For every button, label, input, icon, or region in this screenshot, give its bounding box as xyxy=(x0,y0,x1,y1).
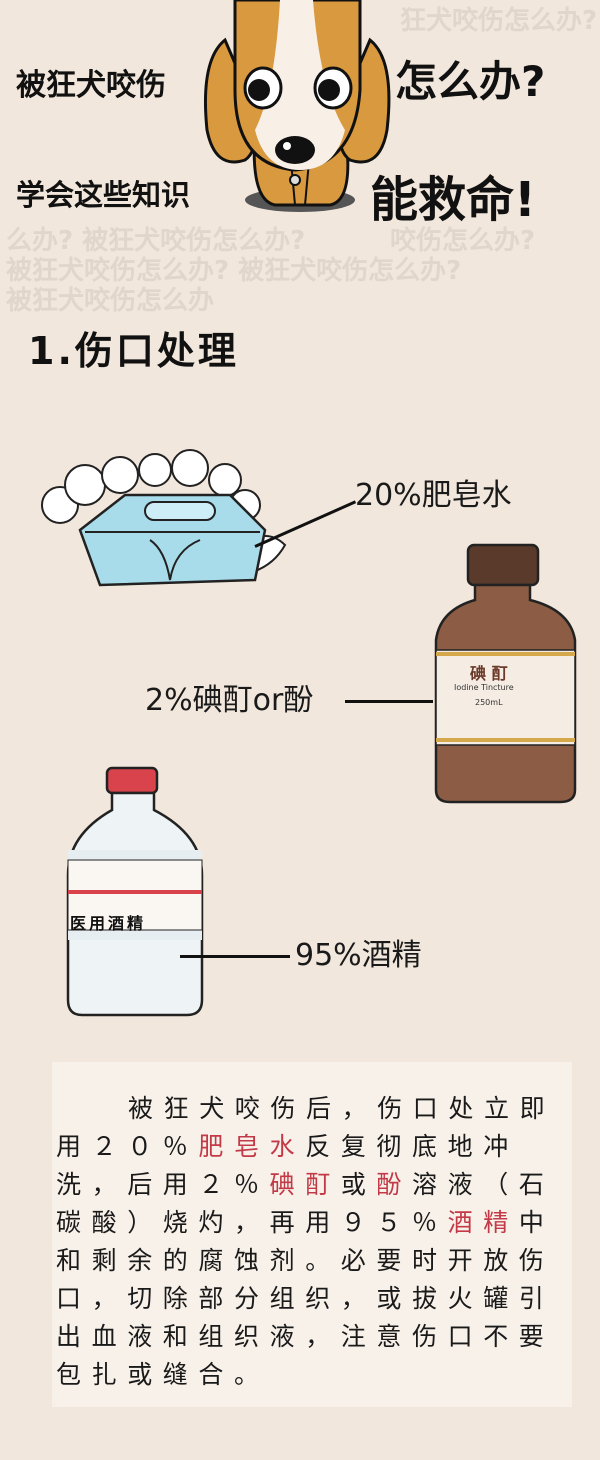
text-segment: 反复彻底地冲洗，后用２％ xyxy=(56,1132,519,1199)
pointer-line xyxy=(345,700,433,703)
iodine-bottle-title: 碘 酊 xyxy=(470,664,508,683)
label-alcohol: 95%酒精 xyxy=(295,938,422,973)
watermark-text: 被狂犬咬伤怎么办 xyxy=(6,286,215,316)
text-segment: 或 xyxy=(340,1170,377,1199)
highlight-soap-water: 肥皂水 xyxy=(198,1132,306,1161)
explanation-paragraph: 被狂犬咬伤后，伤口处立即用２０％肥皂水反复彻底地冲洗，后用２％碘酊或酚溶液（石碳… xyxy=(56,1090,568,1394)
headline-right-2: 能救命! xyxy=(370,172,536,228)
iodine-bottle-illustration xyxy=(434,543,577,804)
highlight-iodine: 碘酊 xyxy=(269,1170,341,1199)
watermark-text: 么办? 被狂犬咬伤怎么办? xyxy=(6,226,306,256)
highlight-alcohol: 酒精 xyxy=(447,1208,519,1237)
label-soap-water: 20%肥皂水 xyxy=(355,478,512,513)
pointer-line xyxy=(180,955,290,958)
explanation-box: 被狂犬咬伤后，伤口处立即用２０％肥皂水反复彻底地冲洗，后用２％碘酊或酚溶液（石碳… xyxy=(52,1062,572,1407)
label-iodine: 2%碘酊or酚 xyxy=(145,683,314,718)
highlight-phenol: 酚 xyxy=(376,1170,413,1199)
iodine-bottle-volume: 250mL xyxy=(475,698,503,707)
watermark-text: 被狂犬咬伤怎么办? 被狂犬咬伤怎么办? xyxy=(6,256,462,286)
headline-left-2: 学会这些知识 xyxy=(16,178,191,212)
text-segment: 被狂犬咬伤后，伤口处立即用２０％ xyxy=(56,1094,556,1161)
headline-right-1: 怎么办? xyxy=(395,57,546,106)
text-segment: 溶液（石碳酸）烧灼，再用９５％ xyxy=(56,1170,555,1237)
headline-left-1: 被狂犬咬伤 xyxy=(16,68,166,103)
watermark-text: 狂犬咬伤怎么办? xyxy=(400,6,598,36)
dog-illustration xyxy=(203,0,391,212)
soap-illustration xyxy=(41,449,287,587)
alcohol-bottle-illustration xyxy=(66,766,204,1017)
alcohol-bottle-title: 医用酒精 xyxy=(70,914,147,933)
iodine-bottle-subtitle: Iodine Tincture xyxy=(454,683,514,692)
watermark-text: 咬伤怎么办? xyxy=(390,226,536,256)
section-title: 1.伤口处理 xyxy=(28,329,239,373)
text-segment: 中和剩余的腐蚀剂。必要时开放伤口，切除部分组织，或拔火罐引出血液和组织液，注意伤… xyxy=(56,1208,555,1389)
